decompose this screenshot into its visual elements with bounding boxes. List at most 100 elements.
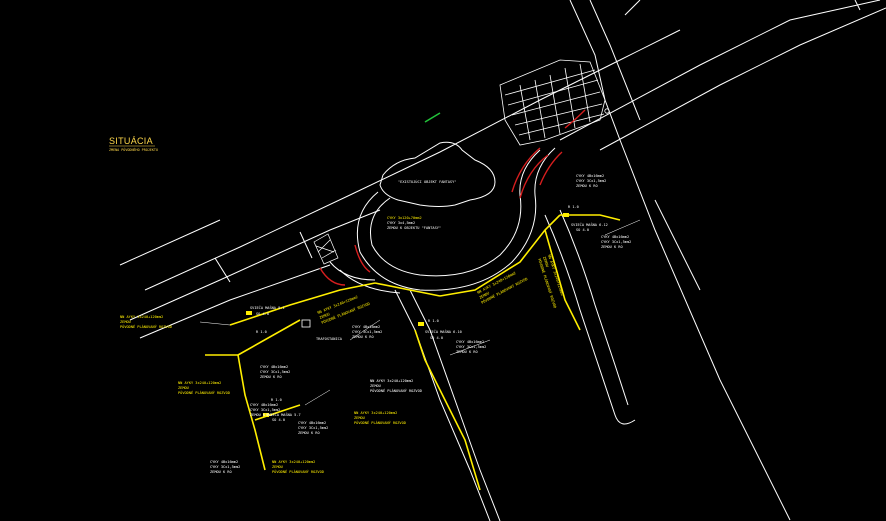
lower-cyky-line2: CYKY 3Cx1,5mm2	[260, 370, 290, 374]
bottom-cable-line2: ZEMOU	[272, 465, 283, 469]
red-curb-1	[511, 147, 541, 193]
south-road-edge-b	[409, 289, 501, 521]
lower-cyky-line1: CYKY 4Bx16mm2	[260, 365, 288, 369]
center-cyky-line3: ZEMOU K RO	[352, 335, 374, 339]
mast-610-label: SVIEČA MAŠNA 6.10	[425, 329, 462, 334]
cable-sw-link	[237, 319, 301, 356]
building-fantasy	[379, 141, 496, 207]
lower-cable-line2: ZEMOU	[178, 386, 189, 390]
parking-area	[499, 59, 610, 146]
lower-cyky-line3: ZEMOU K RO	[260, 375, 282, 379]
parking-marker	[604, 108, 610, 114]
right-road-edge-c	[654, 199, 701, 291]
road-spur-mid	[299, 231, 313, 259]
right-vertical-road	[569, 0, 791, 521]
mast-91-radius: R 1.0	[256, 330, 267, 334]
vert-cable-line2: ZEMOU	[542, 256, 549, 268]
cable-main-center	[374, 282, 441, 297]
mast-91-label: SVIEČA MAŠNA 9.1	[250, 305, 285, 310]
main-road	[119, 0, 886, 339]
mast-markers	[246, 213, 569, 417]
diag-cable-r-line2: ZEMOU	[479, 291, 490, 300]
bottom-cable-line3: PÔVODNÉ PLÁNOVANÝ ROZVOD	[272, 469, 324, 474]
cable-fantasy-line3: ZEMOU K OBJEKTU "FANTASY"	[387, 226, 441, 230]
bottom-mid-cable-cyky-3: PÔVODNÉ PLÁNOVANÝ ROZVOD	[370, 388, 422, 393]
lower-cyky-b-line2: CYKY 3Cx1,5mm2	[250, 408, 280, 412]
drawing-title: SITUÁCIA	[109, 136, 153, 146]
bottom-mid-cyky-line3: ZEMOU K RO	[298, 431, 320, 435]
right-cyky-b-line3: ZEMOU K RO	[601, 245, 623, 249]
right-road-edge-b	[589, 0, 641, 121]
road-top-right	[854, 0, 861, 11]
road-top-short	[624, 0, 641, 16]
road-spur-left-b	[214, 257, 231, 283]
road-edge-lower-right	[599, 7, 886, 151]
right-cyky-line1: CYKY 4Bx16mm2	[576, 174, 604, 178]
bottom-mid-cable-cyky-1: NN AYKY 3x240+120mm2	[370, 379, 413, 383]
right-cyky-b-line1: CYKY 4Bx16mm2	[601, 235, 629, 239]
mast-57-radius-top: R 1.0	[271, 398, 282, 402]
mast-610-height: SO 4.0	[430, 336, 443, 340]
bottom-cable-line1: NN AYKY 3x240+120mm2	[272, 460, 315, 464]
road-edge-upper-left	[129, 209, 381, 321]
trafostanica-label: TRAFOSTANICA	[316, 337, 343, 341]
mid-cable-line2: ZEMOU	[354, 416, 365, 420]
curb-red-arcs	[319, 109, 586, 286]
access-ring	[329, 147, 636, 521]
road-edge-upper-right	[559, 0, 881, 141]
mast-91-height: SO 4.0	[256, 312, 269, 316]
mast-6-12	[563, 213, 569, 217]
trafostanica-box	[301, 319, 311, 328]
cable-fantasy-line2: CYKY 3x4,5mm2	[387, 221, 415, 225]
building-label: "EXISTUJÚCI OBJEKT FANTASY"	[398, 179, 456, 184]
mast-9-1	[246, 311, 252, 315]
ring-approach-left-b	[329, 261, 376, 281]
cable-lower-link	[254, 404, 301, 421]
lower-cable-line1: NN AYKY 3x240+120mm2	[178, 381, 221, 385]
bottom-mid-cable-cyky-2: ZEMOU	[370, 384, 381, 388]
lower-cyky-b-line1: CYKY 4Bx16mm2	[250, 403, 278, 407]
cable-main-west	[229, 282, 376, 326]
mast-5-7	[263, 413, 269, 417]
cable-fantasy-line1: CYKY 3x120+70mm2	[387, 216, 422, 220]
red-curb-3	[539, 151, 563, 186]
diag-cable-r-line1: NN AYKY 3x240+120mm2	[477, 271, 517, 295]
mast-612-radius: R 1.0	[568, 205, 579, 209]
center-cyky-b-line2: CYKY 3Cx1,5mm2	[456, 345, 486, 349]
red-curb-4	[564, 109, 586, 129]
lower-cyky-b-line3: ZEMOU K RO	[250, 413, 272, 417]
building-outline	[379, 141, 496, 207]
red-curb-2	[519, 154, 549, 199]
mast-6-10	[418, 322, 424, 326]
mid-cable-line3: PÔVODNÉ PLÁNOVANÝ ROZVOD	[354, 420, 406, 425]
cable-east-curve	[439, 214, 561, 297]
center-cyky-line2: CYKY 3Cx1,5mm2	[352, 330, 382, 334]
green-accent-segment	[424, 112, 441, 123]
cable-south	[414, 329, 481, 491]
parking-outline	[499, 59, 606, 146]
ring-inner	[370, 149, 541, 277]
center-cyky-b-line3: ZEMOU K RO	[456, 350, 478, 354]
right-cyky-line2: CYKY 3Cx1,5mm2	[576, 179, 606, 183]
center-cyky-line1: CYKY 4Bx16mm2	[352, 325, 380, 329]
right-cyky-line3: ZEMOU K RO	[576, 184, 598, 188]
cable-east-down	[544, 229, 581, 331]
diag-cable-line2: ZEMOU	[319, 312, 331, 320]
cable-east-spur	[560, 214, 621, 221]
south-road-edge-a	[394, 289, 491, 521]
center-cyky-b-line1: CYKY 4Bx16mm2	[456, 340, 484, 344]
road-spur-left	[119, 219, 221, 266]
cable-routes	[205, 214, 621, 491]
cable-sw	[237, 354, 266, 471]
left-cable-line1: NN AYKY 3x240+120mm2	[120, 315, 163, 319]
mast-612-label: SVIEČA MAŠNA 6.12	[571, 222, 608, 227]
ring-outer	[356, 147, 556, 291]
bottom-mid-cyky-line1: CYKY 4Bx16mm2	[298, 421, 326, 425]
east-branch-edge-b	[559, 209, 629, 406]
right-road-edge-a	[569, 0, 791, 521]
mast-57-label: SVIEČA MAŠNA 5.7	[266, 412, 301, 417]
mast-610-radius: R 1.0	[428, 319, 439, 323]
red-curb-6	[354, 244, 371, 273]
right-cyky-b-line2: CYKY 3Cx1,5mm2	[601, 240, 631, 244]
